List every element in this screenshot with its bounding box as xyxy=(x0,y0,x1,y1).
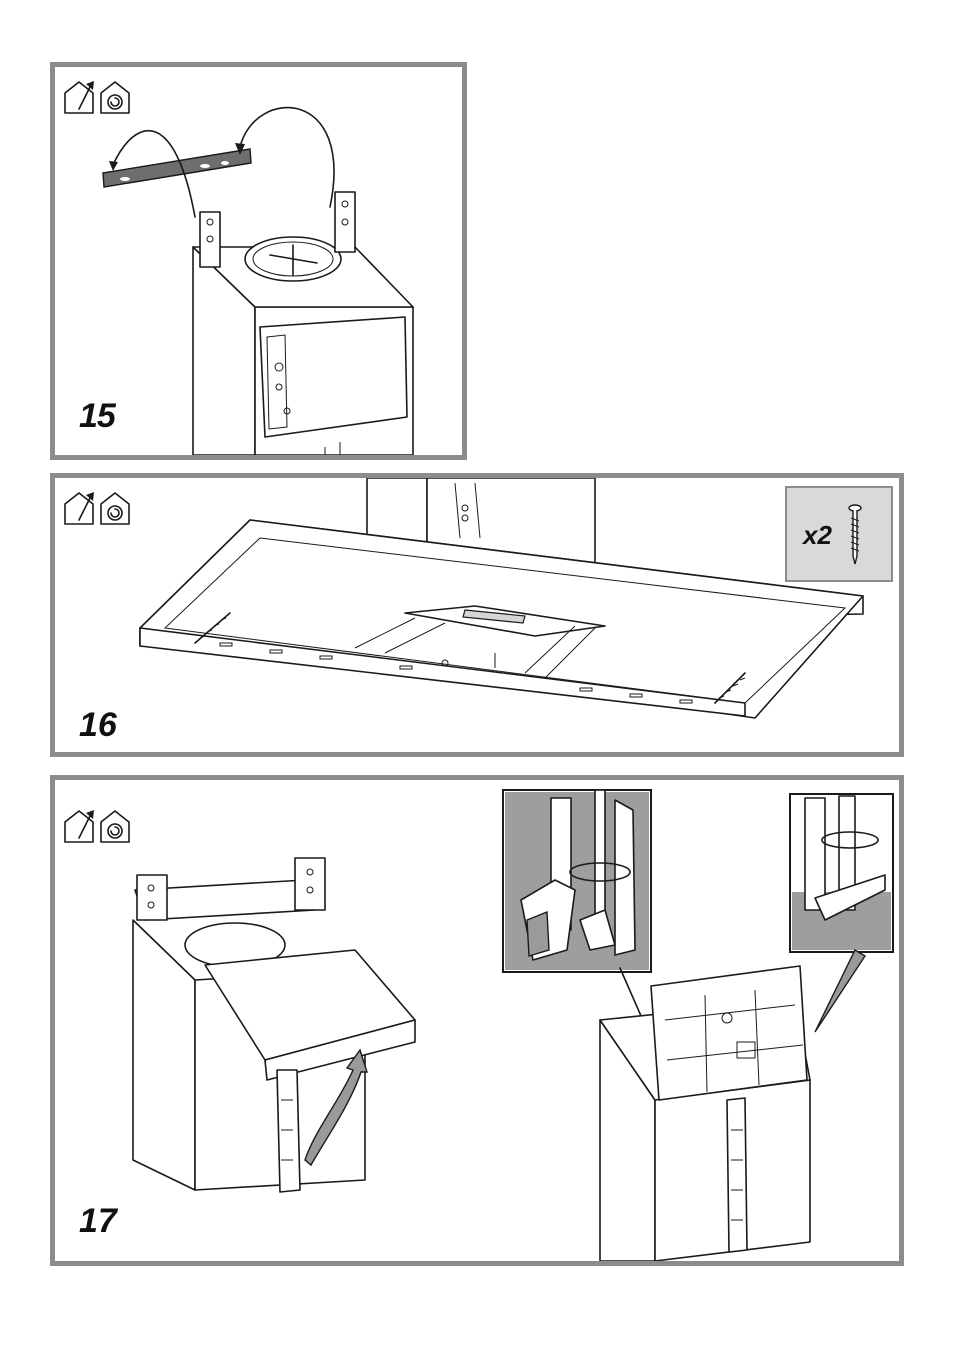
move-arrow-right xyxy=(240,108,334,207)
recirculation-house-icon xyxy=(101,82,129,113)
screw-icon xyxy=(787,488,895,584)
recirculation-house-icon xyxy=(101,811,129,842)
screw-quantity-box: x2 xyxy=(785,486,893,582)
ducted-house-icon xyxy=(65,81,94,113)
step-15-panel: 15 xyxy=(50,62,467,460)
ducted-house-icon xyxy=(65,810,94,842)
ducted-house-icon xyxy=(65,492,94,524)
callout-wedge-2 xyxy=(815,950,865,1032)
step-17-panel: 17 xyxy=(50,775,904,1266)
detail-inset-clip xyxy=(790,794,893,952)
step-15-illustration: 15 xyxy=(55,67,462,455)
step-number: 17 xyxy=(79,1202,119,1240)
hood-chimney xyxy=(193,192,413,455)
recirculation-house-icon xyxy=(101,493,129,524)
step-17-illustration: 17 xyxy=(55,780,899,1261)
step-number: 16 xyxy=(79,706,118,744)
hood-chimney-left xyxy=(133,858,415,1192)
hood-chimney-right xyxy=(600,966,810,1261)
step-number: 15 xyxy=(79,397,117,435)
step-16-panel: 16 x2 xyxy=(50,473,904,757)
detail-inset-screwdriver xyxy=(503,790,651,972)
step-16-illustration: 16 xyxy=(55,478,899,752)
